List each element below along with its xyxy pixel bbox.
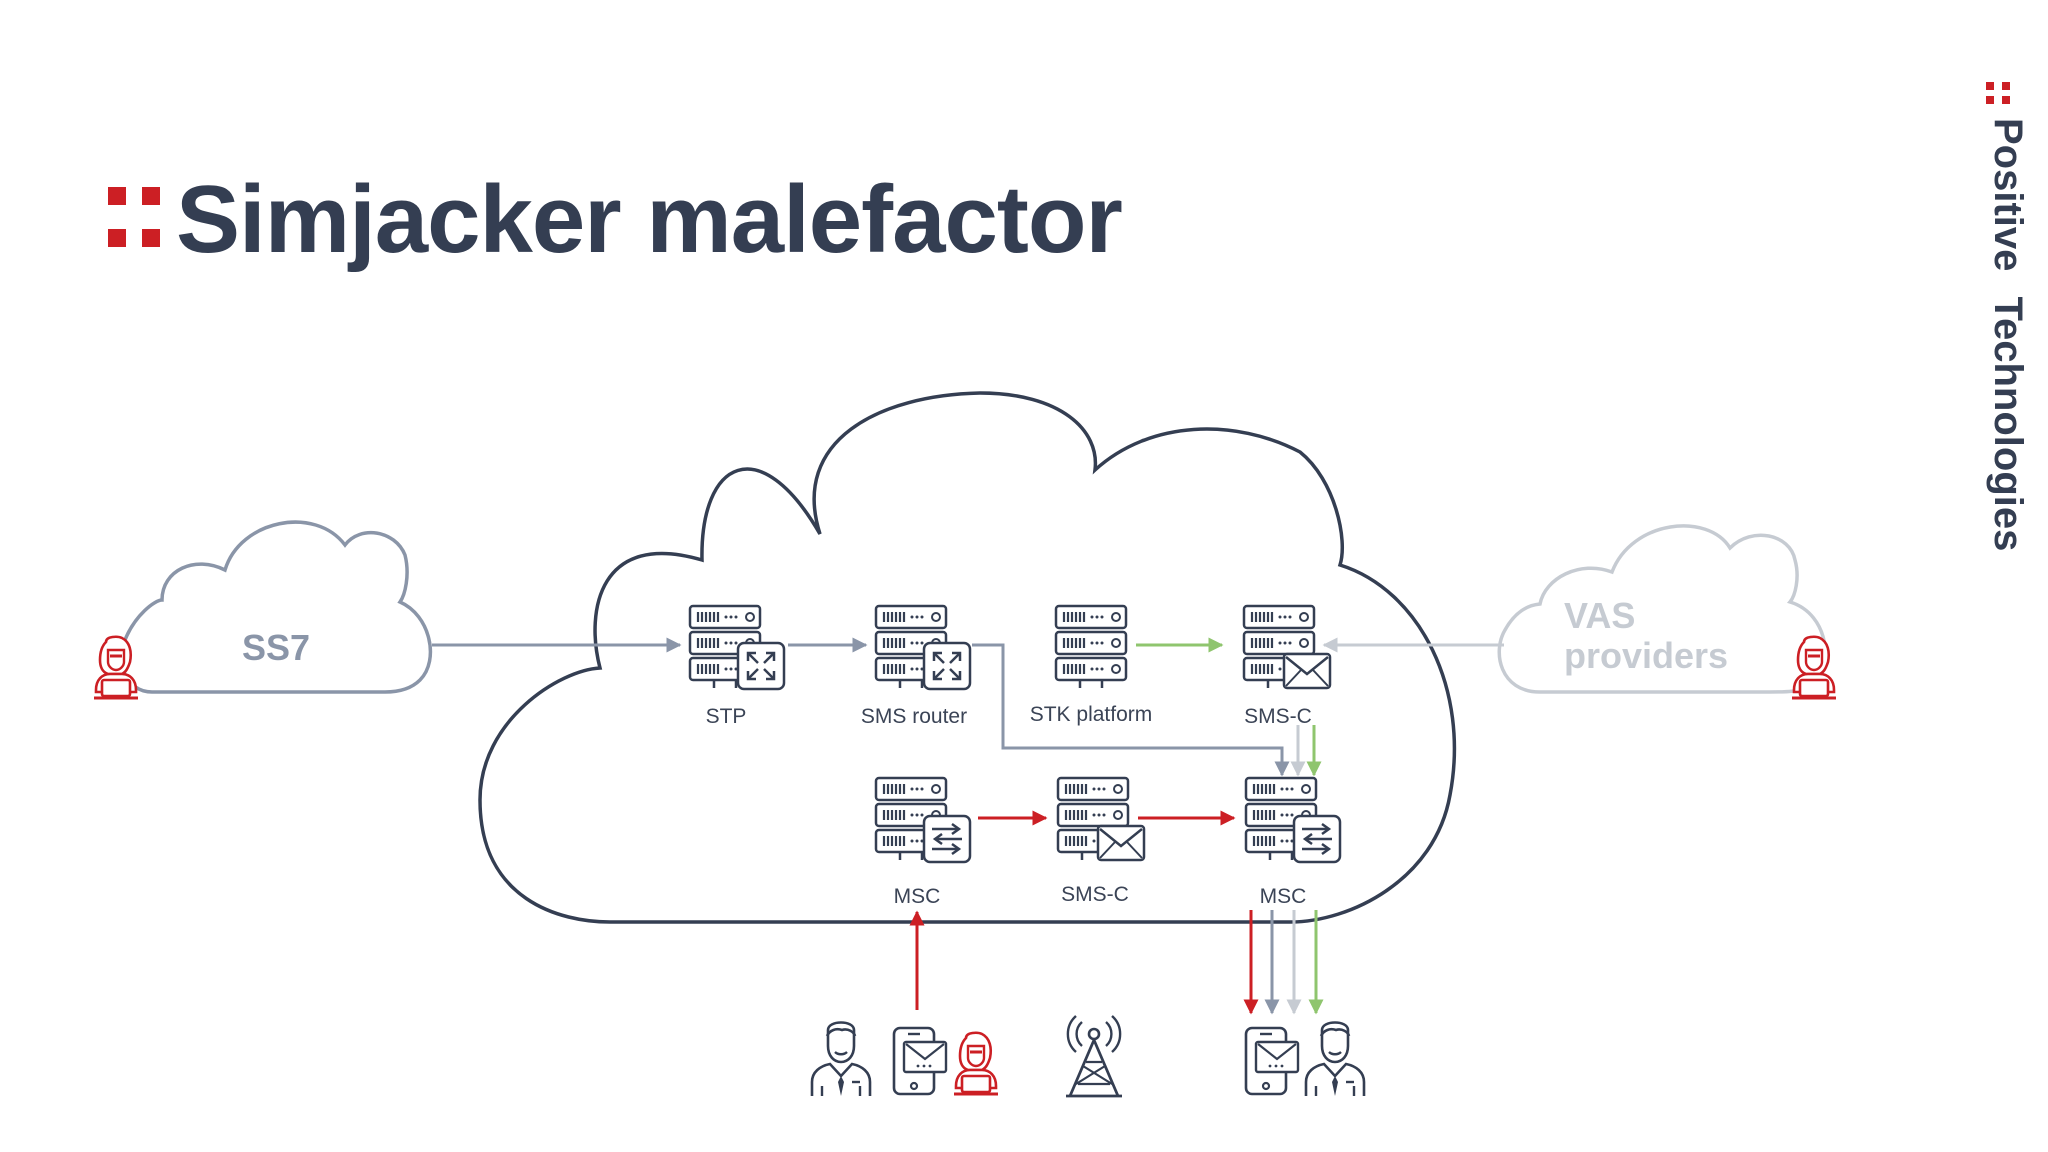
title-block: Simjacker malefactor: [108, 166, 1123, 273]
person-icon: [810, 1021, 872, 1098]
server-icon: [1054, 604, 1128, 690]
ss7-label: SS7: [242, 627, 310, 668]
label-stp: STP: [706, 705, 747, 728]
arrow-sms-router-to-msc: [972, 643, 1290, 777]
node-stp: STP: [688, 604, 786, 728]
label-stk-platform: STK platform: [1030, 703, 1153, 726]
label-msc-left: MSC: [894, 885, 941, 908]
envelope-icon: [1096, 824, 1146, 862]
phone-icon: [892, 1026, 948, 1096]
node-msc-left: MSC: [874, 776, 972, 908]
ss7-cloud: [119, 520, 433, 694]
node-sms-router: SMS router: [861, 604, 972, 728]
label-smsc-bottom: SMS-C: [1061, 883, 1129, 906]
phone-icon: [1244, 1026, 1300, 1096]
label-msc-right: MSC: [1260, 885, 1307, 908]
brand-dots-icon: [1986, 82, 2010, 104]
node-smsc-bottom: SMS-C: [1056, 776, 1146, 906]
hacker-icon: [952, 1031, 1000, 1096]
router-icon: [922, 641, 972, 691]
vas-label-line2: providers: [1564, 635, 1728, 676]
cell-tower-icon: [1064, 1014, 1124, 1098]
label-sms-router: SMS router: [861, 705, 967, 728]
node-msc-right: MSC: [1244, 776, 1342, 908]
page-title: Simjacker malefactor: [176, 166, 1123, 273]
brand-dots-icon: [108, 187, 160, 247]
person-icon: [1304, 1021, 1366, 1098]
node-smsc-top: SMS-C: [1242, 604, 1332, 728]
switch-icon: [1292, 814, 1342, 864]
envelope-icon: [1282, 652, 1332, 690]
brand-logo: Positive Technologies: [1970, 78, 2030, 598]
label-smsc-top: SMS-C: [1244, 705, 1312, 728]
node-stk-platform: STK platform: [1030, 604, 1153, 726]
vas-label-line1: VAS: [1564, 595, 1635, 636]
router-icon: [736, 641, 786, 691]
switch-icon: [922, 814, 972, 864]
